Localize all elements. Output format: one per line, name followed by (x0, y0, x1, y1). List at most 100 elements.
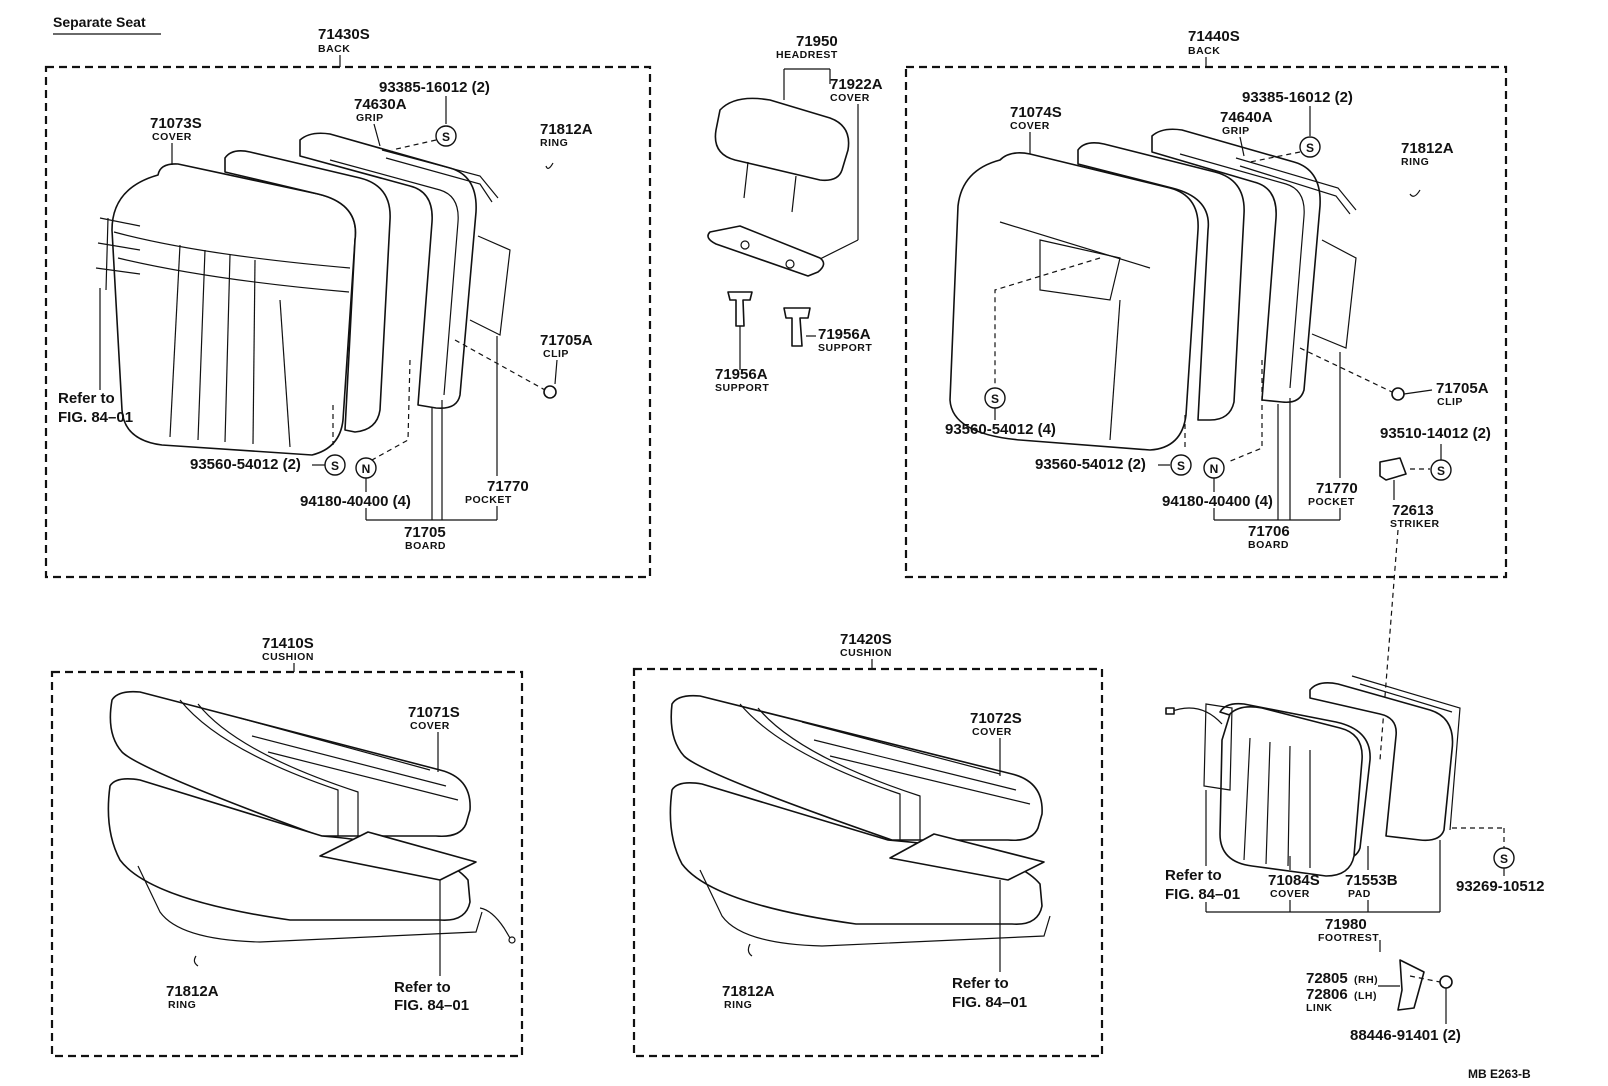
back-right-board-part (1151, 128, 1321, 404)
headrest-support2-name: SUPPORT (818, 342, 872, 354)
footrest-pad-number: 71553B (1345, 872, 1398, 889)
back-right-bolt-symbol: S (1306, 141, 1314, 155)
footrest-cover-name: COVER (1270, 888, 1310, 900)
back-right-striker-number: 72613 (1392, 502, 1434, 519)
headrest-support1-number: 71956A (715, 366, 768, 383)
cushion-mid-plate-part (889, 833, 1045, 881)
cushion-mid-pad-part (669, 782, 1043, 925)
footrest-screw-symbol: S (1500, 852, 1508, 866)
back-right-pocket-name: POCKET (1308, 496, 1355, 508)
footrest-link-lh-number: 72806 (1306, 986, 1348, 1003)
footrest-pad-name: PAD (1348, 888, 1371, 900)
cushion-mid-assy-name: CUSHION (840, 647, 892, 659)
back-right-ring-name: RING (1401, 156, 1429, 168)
footrest-link-rh-tag: (RH) (1354, 974, 1378, 986)
footrest-refer-line2: FIG. 84–01 (1165, 886, 1240, 903)
back-right-group: 71440S BACK 71074S COVER 74640A GRIP (904, 28, 1508, 761)
footrest-number: 71980 (1325, 916, 1367, 933)
headrest-support2-part (783, 307, 811, 347)
cushion-mid-ring-name: RING (724, 999, 752, 1011)
cushion-left-assy-number: 71410S (262, 635, 314, 652)
footrest-link-part (1397, 959, 1425, 1011)
cushion-mid-refer-line2: FIG. 84–01 (952, 994, 1027, 1011)
headrest-group: 71950 HEADREST 71922A COVER 71956A SUPPO… (707, 33, 883, 394)
back-left-refer-line1: Refer to (58, 390, 115, 407)
back-left-bolt-symbol: S (442, 130, 450, 144)
back-right-board-number: 71706 (1248, 523, 1290, 540)
back-left-clip-number: 71705A (540, 332, 593, 349)
headrest-part (714, 97, 850, 182)
back-right-screw2-number: 93560-54012 (2) (1035, 456, 1146, 473)
cushion-left-cover-name: COVER (410, 720, 450, 732)
cushion-mid-refer-line1: Refer to (952, 975, 1009, 992)
footrest-refer-line1: Refer to (1165, 867, 1222, 884)
footrest-link-name: LINK (1306, 1002, 1333, 1014)
back-left-screw-number: 93560-54012 (2) (190, 456, 301, 473)
back-left-cover-part (111, 163, 357, 456)
back-right-nut-number: 94180-40400 (4) (1162, 493, 1273, 510)
back-left-pocket-number: 71770 (487, 478, 529, 495)
back-right-screw4-number: 93560-54012 (4) (945, 421, 1056, 438)
back-left-ring-name: RING (540, 137, 568, 149)
back-left-group: 71430S BACK 71073S COVER 7 (44, 26, 652, 579)
back-right-clip-name: CLIP (1437, 396, 1463, 408)
headrest-support1-part (727, 291, 753, 327)
back-right-screw4-symbol: S (991, 392, 999, 406)
back-left-screw-symbol: S (331, 459, 339, 473)
back-right-striker-name: STRIKER (1390, 518, 1440, 530)
back-left-ring-number: 71812A (540, 121, 593, 138)
striker-part (1379, 457, 1407, 481)
cushion-left-refer-line1: Refer to (394, 979, 451, 996)
headrest-cover-number: 71922A (830, 76, 883, 93)
back-left-nut-symbol: N (362, 462, 371, 476)
footrest-frame-part (1309, 682, 1454, 842)
back-right-assy-number: 71440S (1188, 28, 1240, 45)
footrest-link-lh-tag: (LH) (1354, 990, 1377, 1002)
cushion-left-pad-part (107, 778, 471, 921)
footrest-link-rh-number: 72805 (1306, 970, 1348, 987)
back-left-pocket-name: POCKET (465, 494, 512, 506)
back-right-board-name: BOARD (1248, 539, 1289, 551)
back-right-cover-part (949, 152, 1199, 451)
cushion-left-cover-number: 71071S (408, 704, 460, 721)
cushion-left-cover-part (109, 690, 471, 838)
footrest-bolt-number: 88446-91401 (2) (1350, 1027, 1461, 1044)
back-left-nut-number: 94180-40400 (4) (300, 493, 411, 510)
footrest-cover-part (1219, 706, 1363, 877)
cushion-left-box (50, 670, 524, 1058)
cushion-mid-cover-part (670, 694, 1043, 842)
back-right-pad-part (1077, 142, 1245, 421)
back-left-board-number: 71705 (404, 524, 446, 541)
diagram-title: Separate Seat (53, 14, 146, 30)
back-left-bolt-number: 93385-16012 (2) (379, 79, 490, 96)
back-right-screw2-symbol: S (1177, 459, 1185, 473)
cushion-left-assy-name: CUSHION (262, 651, 314, 663)
back-left-clip-name: CLIP (543, 348, 569, 360)
back-right-clip-number: 71705A (1436, 380, 1489, 397)
headrest-cover-name: COVER (830, 92, 870, 104)
back-right-cover-number: 71074S (1010, 104, 1062, 121)
back-left-box (44, 65, 652, 579)
back-right-grip-name: GRIP (1222, 125, 1250, 137)
headrest-name: HEADREST (776, 49, 838, 61)
headrest-support1-name: SUPPORT (715, 382, 769, 394)
back-right-striker-bolt-number: 93510-14012 (2) (1380, 425, 1491, 442)
back-right-pocket-number: 71770 (1316, 480, 1358, 497)
back-right-grip-number: 74640A (1220, 109, 1273, 126)
footrest-group: Refer to FIG. 84–01 71084S COVER 71553B … (1165, 675, 1544, 1044)
footrest-screw-number: 93269-10512 (1456, 878, 1544, 895)
cushion-left-ring-number: 71812A (166, 983, 219, 1000)
footrest-cover-number: 71084S (1268, 872, 1320, 889)
drawing-code: MB E263-B (1468, 1067, 1531, 1081)
cushion-mid-assy-number: 71420S (840, 631, 892, 648)
back-left-board-name: BOARD (405, 540, 446, 552)
back-left-assy-name: BACK (318, 43, 350, 55)
back-right-nut-symbol: N (1210, 462, 1219, 476)
cushion-mid-ring-number: 71812A (722, 983, 775, 1000)
back-right-striker-bolt-symbol: S (1437, 464, 1445, 478)
back-left-grip-number: 74630A (354, 96, 407, 113)
footrest-name: FOOTREST (1318, 932, 1379, 944)
back-left-cover-name: COVER (152, 131, 192, 143)
cushion-mid-cover-name: COVER (972, 726, 1012, 738)
